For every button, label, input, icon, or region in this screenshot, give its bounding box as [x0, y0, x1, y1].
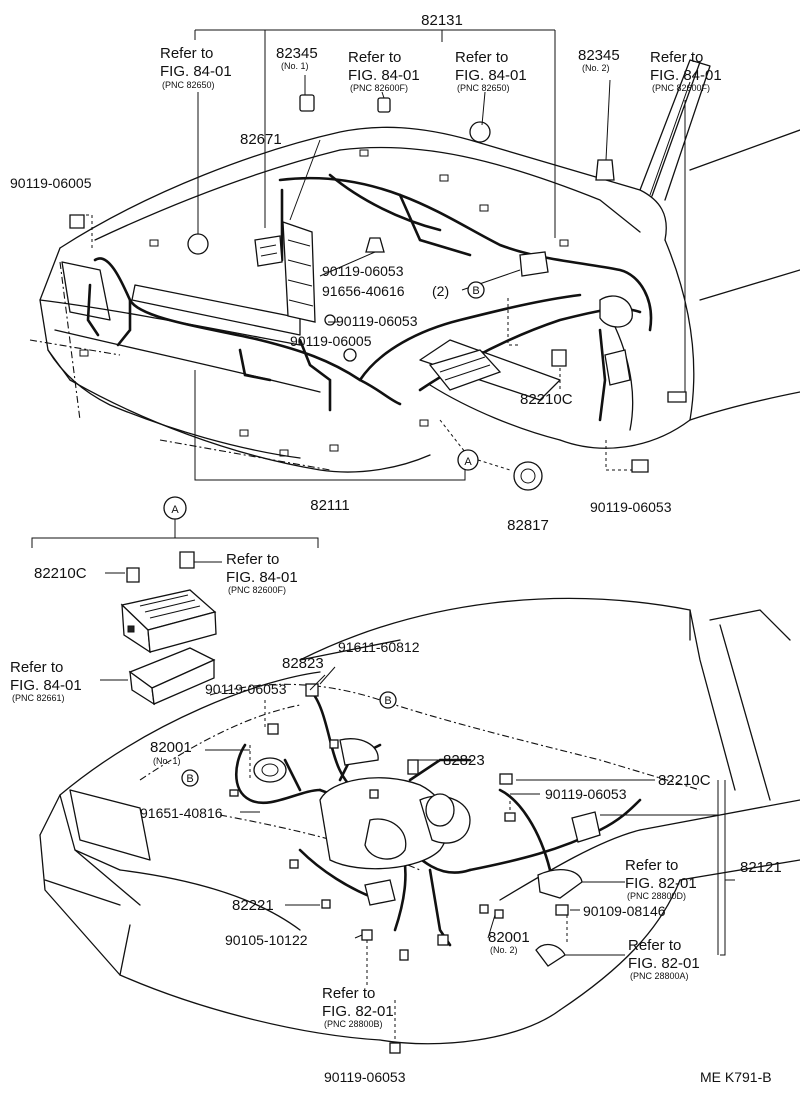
label-90119-06005-b: 90119-06005: [290, 333, 372, 349]
label-82001-no1: 82001: [150, 739, 192, 756]
label-82823-b: 82823: [443, 752, 485, 769]
label-90119-06053-f: 90119-06053: [324, 1069, 406, 1085]
front-car-body: [39, 59, 800, 473]
fig-label-1: FIG. 84-01: [160, 63, 232, 80]
label-90119-06053-b: 90119-06053: [336, 313, 418, 329]
relay-block-82671: [254, 221, 316, 323]
label-82001-no1-sub: (No. 1): [153, 756, 181, 766]
horn-no1: [253, 757, 287, 783]
label-91656-qty: (2): [432, 283, 449, 299]
relay-82210c-bottom: [571, 811, 601, 843]
bottom-leader-lines: B B: [181, 666, 735, 1043]
refer-label-inset-1: Refer to: [226, 551, 279, 568]
pnc-label-inset-2: (PNC 82661): [12, 693, 65, 703]
marker-b-bottom-right-text: B: [384, 695, 391, 707]
label-90119-06053-a: 90119-06053: [322, 263, 404, 279]
marker-b-bottom-left: [181, 769, 199, 787]
inset-a: A 82210C Refer to FIG. 84-01 (PNC 82600F…: [10, 496, 319, 706]
refer-label-bottom-3: Refer to: [322, 985, 375, 1002]
fig-label-bottom-2: FIG. 82-01: [628, 955, 700, 972]
pnc-label-inset-1: (PNC 82600F): [228, 585, 286, 595]
label-91611-60812: 91611-60812: [338, 639, 420, 655]
label-90119-06053-d: 90119-06053: [205, 681, 287, 697]
label-82221: 82221: [232, 897, 274, 914]
fig-label-4: FIG. 84-01: [650, 67, 722, 84]
pnc-label-bottom-3: (PNC 28800B): [324, 1019, 383, 1029]
refer-label-4: Refer to: [650, 49, 703, 66]
label-82001-no2-sub: (No. 2): [490, 945, 518, 955]
label-82210c-bottom: 82210C: [658, 772, 711, 789]
fig-label-3: FIG. 84-01: [455, 67, 527, 84]
marker-b-top-text: B: [472, 285, 479, 297]
marker-b-top: [467, 281, 485, 299]
bottom-labels: 91611-60812 82823 90119-06053 82001 (No.…: [140, 639, 782, 1085]
marker-a-top-text: A: [464, 456, 472, 468]
label-90119-06053-c: 90119-06053: [590, 499, 672, 515]
label-82210c-top: 82210C: [520, 391, 573, 408]
label-82671: 82671: [240, 131, 282, 148]
label-90119-06053-e: 90119-06053: [545, 786, 627, 802]
fig-label-bottom-1: FIG. 82-01: [625, 875, 697, 892]
top-labels: 82131 Refer to FIG. 84-01 (PNC 82650) 82…: [10, 12, 722, 534]
marker-a-inset-text: A: [171, 504, 179, 516]
bottom-components: [229, 683, 601, 1054]
label-82131: 82131: [421, 12, 463, 29]
label-82817: 82817: [507, 517, 549, 534]
fig-label-inset-2: FIG. 84-01: [10, 677, 82, 694]
top-leader-lines: [80, 29, 691, 481]
label-90119-06005-a: 90119-06005: [10, 175, 92, 191]
refer-label-3: Refer to: [455, 49, 508, 66]
pnc-label-bottom-1: (PNC 28800D): [627, 891, 686, 901]
label-82121: 82121: [740, 859, 782, 876]
refer-label-inset-2: Refer to: [10, 659, 63, 676]
refer-label-bottom-2: Refer to: [628, 937, 681, 954]
label-82210c-inset: 82210C: [34, 565, 87, 582]
pnc-label-4: (PNC 82600F): [652, 83, 710, 93]
label-82001-no2: 82001: [488, 929, 530, 946]
pnc-label-bottom-2: (PNC 28800A): [630, 971, 689, 981]
label-91651-40816: 91651-40816: [140, 805, 223, 821]
fig-label-inset-1: FIG. 84-01: [226, 569, 298, 586]
label-90109-08146: 90109-08146: [583, 903, 666, 919]
refer-label-bottom-1: Refer to: [625, 857, 678, 874]
marker-a-top: [457, 449, 479, 471]
engine-wire-harness-top: [86, 173, 653, 422]
drawing-code: ME K791-B: [700, 1069, 772, 1085]
fig-label-2: FIG. 84-01: [348, 67, 420, 84]
refer-label-2: Refer to: [348, 49, 401, 66]
pnc-label-3: (PNC 82650): [457, 83, 510, 93]
marker-b-bottom-right: [379, 691, 397, 709]
marker-b-bottom-left-text: B: [186, 773, 193, 785]
label-82345-no2: 82345: [578, 47, 620, 64]
label-82345-no1: 82345: [276, 45, 318, 62]
top-connectors: [69, 94, 687, 491]
label-91656-40616: 91656-40616: [322, 283, 405, 299]
label-82823-a: 82823: [282, 655, 324, 672]
label-90105-10122: 90105-10122: [225, 932, 308, 948]
bottom-car-body: [39, 597, 800, 1045]
pnc-label-1: (PNC 82650): [162, 80, 215, 90]
label-82111: 82111: [310, 497, 350, 514]
label-82345-no2-sub: (No. 2): [582, 63, 610, 73]
label-82345-no1-sub: (No. 1): [281, 61, 309, 71]
pnc-label-2: (PNC 82600F): [350, 83, 408, 93]
refer-label-1: Refer to: [160, 45, 213, 62]
fig-label-bottom-3: FIG. 82-01: [322, 1003, 394, 1020]
